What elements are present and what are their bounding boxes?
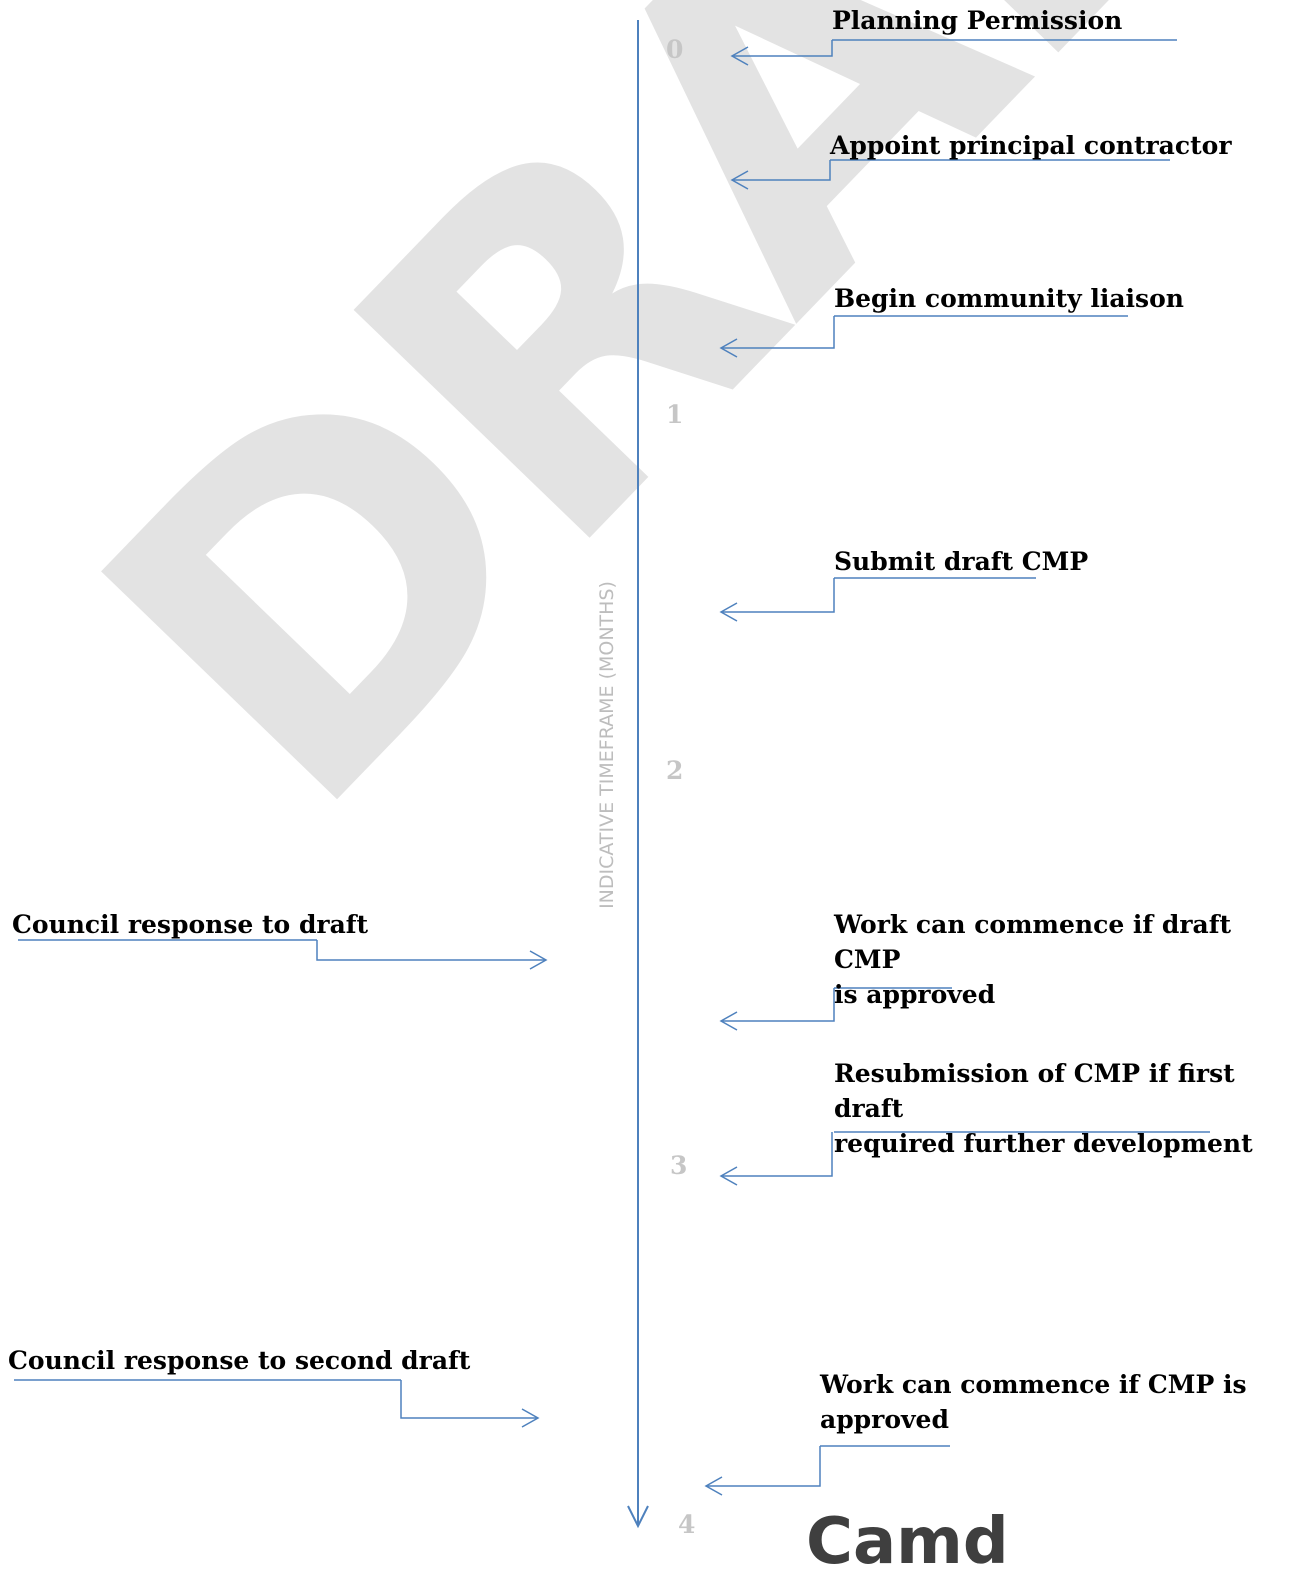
milestone-text: is approved [834, 980, 996, 1009]
milestone-text: Council response to draft [12, 910, 369, 939]
connector-layer [14, 20, 1210, 1529]
milestone-connector [400, 1380, 538, 1419]
milestone-connector [721, 578, 835, 613]
milestone-connector [316, 940, 546, 961]
arrow-head [521, 1408, 540, 1428]
arrow-head [704, 1476, 723, 1496]
milestone-text: approved [820, 1405, 949, 1434]
milestone-submit-draft: Submit draft CMP [834, 544, 1088, 579]
tick-3: 3 [670, 1151, 688, 1180]
arrow-head [529, 950, 548, 970]
milestone-connector [732, 160, 831, 181]
milestone-text: Council response to second draft [8, 1346, 471, 1375]
milestone-text: Resubmission of CMP if first draft [834, 1059, 1235, 1123]
milestone-text: Begin community liaison [834, 284, 1184, 313]
arrow-head [719, 602, 738, 622]
milestone-connector [721, 988, 835, 1022]
tick-1: 1 [666, 400, 684, 429]
arrow-head [719, 338, 738, 358]
tick-2: 2 [666, 756, 684, 785]
arrow-head [719, 1166, 738, 1186]
milestone-connector [721, 316, 835, 349]
axis-label: INDICATIVE TIMEFRAME (MONTHS) [596, 581, 618, 909]
timeline-diagram: DRAFT INDICATIVE TIMEFRAME (MONTHS) 0 1 … [8, 0, 1304, 1574]
milestone-resubmission: Resubmission of CMP if first draft requi… [834, 1056, 1304, 1161]
milestone-connector [706, 1446, 821, 1487]
milestone-community-liaison: Begin community liaison [834, 281, 1184, 316]
timeline-axis-arrowhead [627, 1505, 649, 1529]
tick-0: 0 [666, 35, 684, 64]
logo-text: Camd [806, 1505, 1009, 1579]
milestone-text: required further development [834, 1129, 1253, 1158]
arrow-head [730, 46, 749, 66]
milestone-appoint-contractor: Appoint principal contractor [830, 128, 1232, 163]
milestone-work-draft-approved: Work can commence if draft CMP is approv… [834, 907, 1304, 1012]
milestone-text: Submit draft CMP [834, 547, 1089, 576]
milestone-connector [721, 1132, 833, 1177]
milestone-planning-permission: Planning Permission [832, 3, 1122, 38]
tick-4: 4 [678, 1510, 696, 1539]
milestone-work-cmp-approved: Work can commence if CMP is approved [820, 1367, 1247, 1437]
arrow-head [730, 170, 749, 190]
milestone-text: Appoint principal contractor [830, 131, 1232, 160]
council-logo: Camd [806, 1510, 1009, 1574]
milestone-council-response: Council response to draft [12, 907, 368, 942]
arrow-head [719, 1011, 738, 1031]
milestone-council-second-response: Council response to second draft [8, 1343, 470, 1378]
milestone-text: Planning Permission [832, 6, 1123, 35]
milestone-text: Work can commence if CMP is [820, 1370, 1247, 1399]
milestone-text: Work can commence if draft CMP [834, 910, 1232, 974]
milestone-connector [732, 40, 833, 57]
